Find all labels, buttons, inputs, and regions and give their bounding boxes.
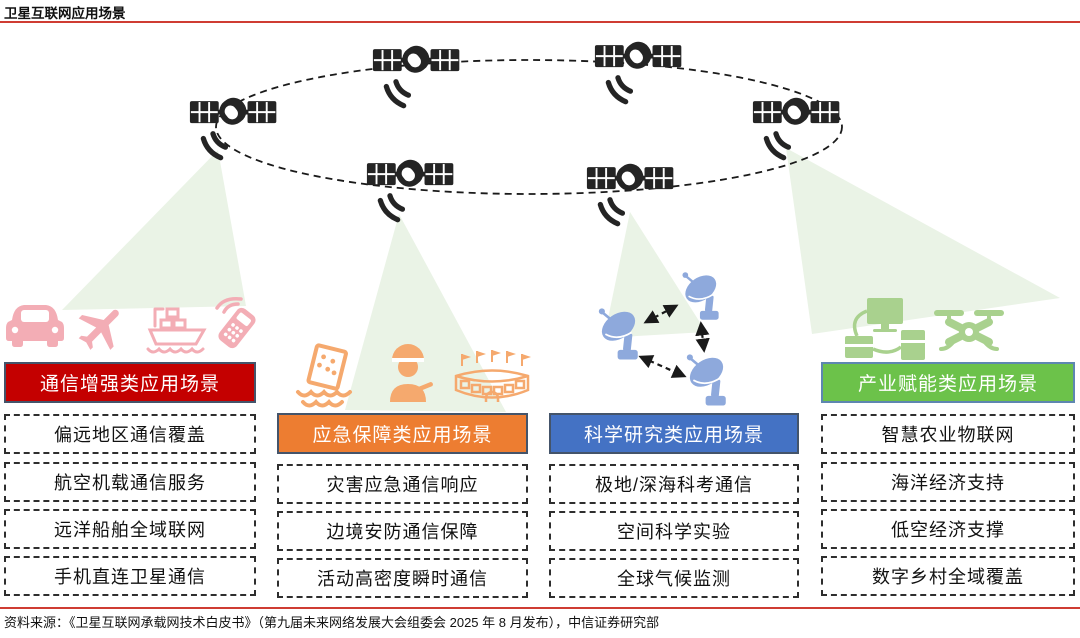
satellite-phone-icon	[215, 296, 256, 349]
scenario-item: 手机直连卫星通信	[4, 556, 256, 596]
orbit-ellipse	[215, 59, 843, 195]
scenario-item: 远洋船舶全域联网	[4, 509, 256, 549]
car-icon	[6, 305, 64, 347]
satellite-dish-icon	[595, 306, 642, 361]
beam-cone	[604, 212, 706, 338]
satellite-icon	[587, 159, 673, 224]
border-guard-icon	[390, 344, 433, 402]
figure-title: 卫星互联网应用场景	[4, 6, 126, 21]
satellite-icon	[373, 41, 459, 106]
satellite-icon	[753, 93, 839, 158]
satellite-dish-icon	[679, 270, 723, 321]
satellite-icon	[595, 37, 681, 102]
scenario-item: 灾害应急通信响应	[277, 464, 528, 504]
link-arrow	[695, 321, 710, 353]
link-arrow	[643, 304, 679, 324]
source-note: 资料来源：《卫星互联网承载网技术白皮书》（第九届未来网络发展大会组委会 2025…	[4, 615, 660, 630]
beam-cone	[345, 214, 506, 412]
ship-icon	[146, 307, 207, 354]
category-header-research: 科学研究类应用场景	[549, 413, 799, 454]
scenario-item: 智慧农业物联网	[821, 414, 1075, 454]
category-header-communication: 通信增强类应用场景	[4, 362, 256, 403]
drone-icon	[934, 310, 1004, 351]
scenario-item: 极地/深海科考通信	[549, 464, 799, 504]
communication-icons	[6, 296, 256, 354]
scenario-item: 全球气候监测	[549, 558, 799, 598]
flooded-building-icon	[296, 343, 352, 408]
stadium-icon	[454, 350, 531, 402]
source-rule	[0, 607, 1080, 609]
scenario-item: 活动高密度瞬时通信	[277, 558, 528, 598]
scenario-item: 数字乡村全域覆盖	[821, 556, 1075, 596]
satellite-icon	[367, 155, 453, 220]
scenario-item: 空间科学实验	[549, 511, 799, 551]
airplane-icon	[78, 309, 119, 350]
category-header-industry: 产业赋能类应用场景	[821, 362, 1075, 403]
satellite-icon	[190, 93, 276, 158]
iot-devices-icon	[845, 298, 925, 360]
beam-cone	[786, 148, 1060, 334]
satellite-dish-icon	[683, 352, 730, 407]
scenario-item: 低空经济支撑	[821, 509, 1075, 549]
scenario-item: 边境安防通信保障	[277, 511, 528, 551]
category-header-emergency: 应急保障类应用场景	[277, 413, 528, 454]
ground-station-group	[595, 270, 730, 407]
scenario-item: 海洋经济支持	[821, 462, 1075, 502]
scenario-item: 偏远地区通信覆盖	[4, 414, 256, 454]
beam-cone	[62, 150, 246, 310]
emergency-icons	[296, 343, 531, 408]
industry-icons	[845, 298, 1004, 360]
title-rule	[0, 21, 1080, 23]
satellite-constellation	[190, 37, 839, 224]
scenario-item: 航空机载通信服务	[4, 462, 256, 502]
link-arrow	[638, 355, 687, 378]
